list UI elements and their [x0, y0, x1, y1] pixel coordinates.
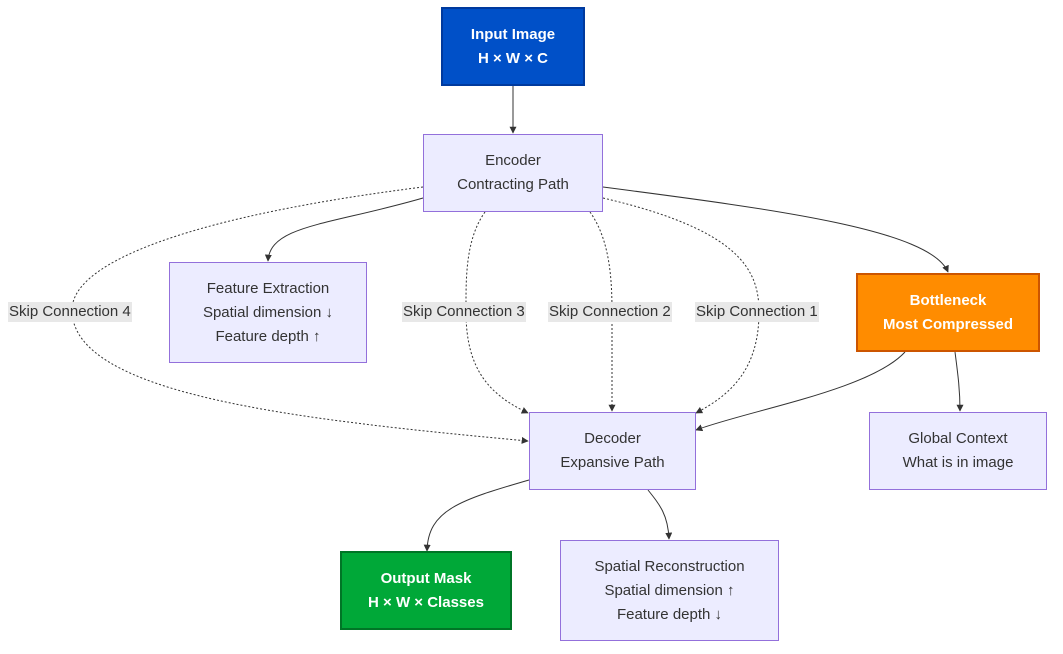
bottleneck-subtitle: Most Compressed — [882, 315, 1014, 333]
edge-encoder-bottleneck — [602, 186, 949, 273]
edge-bottleneck-decoder — [695, 351, 906, 432]
skip-connection-4-label: Skip Connection 4 — [8, 302, 132, 322]
bottleneck-node[interactable]: Bottleneck Most Compressed — [856, 273, 1040, 352]
output-mask-node[interactable]: Output Mask H × W × Classes — [340, 551, 512, 630]
encoder-subtitle: Contracting Path — [457, 176, 569, 193]
feature-extraction-node[interactable]: Feature Extraction Spatial dimension ↓ F… — [169, 262, 367, 363]
skip-connection-2-label: Skip Connection 2 — [548, 302, 672, 322]
global-context-title: Global Context — [908, 430, 1008, 447]
skip-connection-3-label: Skip Connection 3 — [402, 302, 526, 322]
feature-extraction-spatial: Spatial dimension ↓ — [202, 303, 334, 321]
decoder-title: Decoder — [584, 430, 641, 447]
spatial-reconstruction-depth: Feature depth ↓ — [616, 605, 723, 623]
bottleneck-title: Bottleneck — [909, 291, 987, 309]
global-context-node[interactable]: Global Context What is in image — [869, 412, 1047, 490]
input-image-node[interactable]: Input Image H × W × C — [441, 7, 585, 86]
feature-extraction-title: Feature Extraction — [206, 279, 330, 297]
skip-connection-1-label: Skip Connection 1 — [695, 302, 819, 322]
edge-encoder-feature — [264, 197, 424, 262]
output-mask-title: Output Mask — [380, 569, 472, 587]
global-context-subtitle: What is in image — [902, 454, 1014, 471]
edge-skip-4 — [71, 186, 529, 444]
decoder-subtitle: Expansive Path — [560, 454, 665, 471]
encoder-title: Encoder — [485, 152, 541, 169]
spatial-reconstruction-node[interactable]: Spatial Reconstruction Spatial dimension… — [560, 540, 779, 641]
spatial-reconstruction-title: Spatial Reconstruction — [594, 557, 745, 575]
input-image-title: Input Image — [470, 25, 556, 43]
output-mask-shape: H × W × Classes — [368, 593, 484, 611]
encoder-node[interactable]: Encoder Contracting Path — [423, 134, 603, 212]
feature-extraction-depth: Feature depth ↑ — [215, 327, 321, 345]
edge-decoder-output — [423, 479, 530, 552]
spatial-reconstruction-spatial: Spatial dimension ↑ — [604, 581, 735, 599]
input-image-shape: H × W × C — [477, 49, 548, 67]
edge-decoder-spatial — [647, 489, 673, 540]
decoder-node[interactable]: Decoder Expansive Path — [529, 412, 696, 490]
edge-bottleneck-global — [954, 351, 964, 412]
edge-skip-3 — [465, 211, 529, 414]
